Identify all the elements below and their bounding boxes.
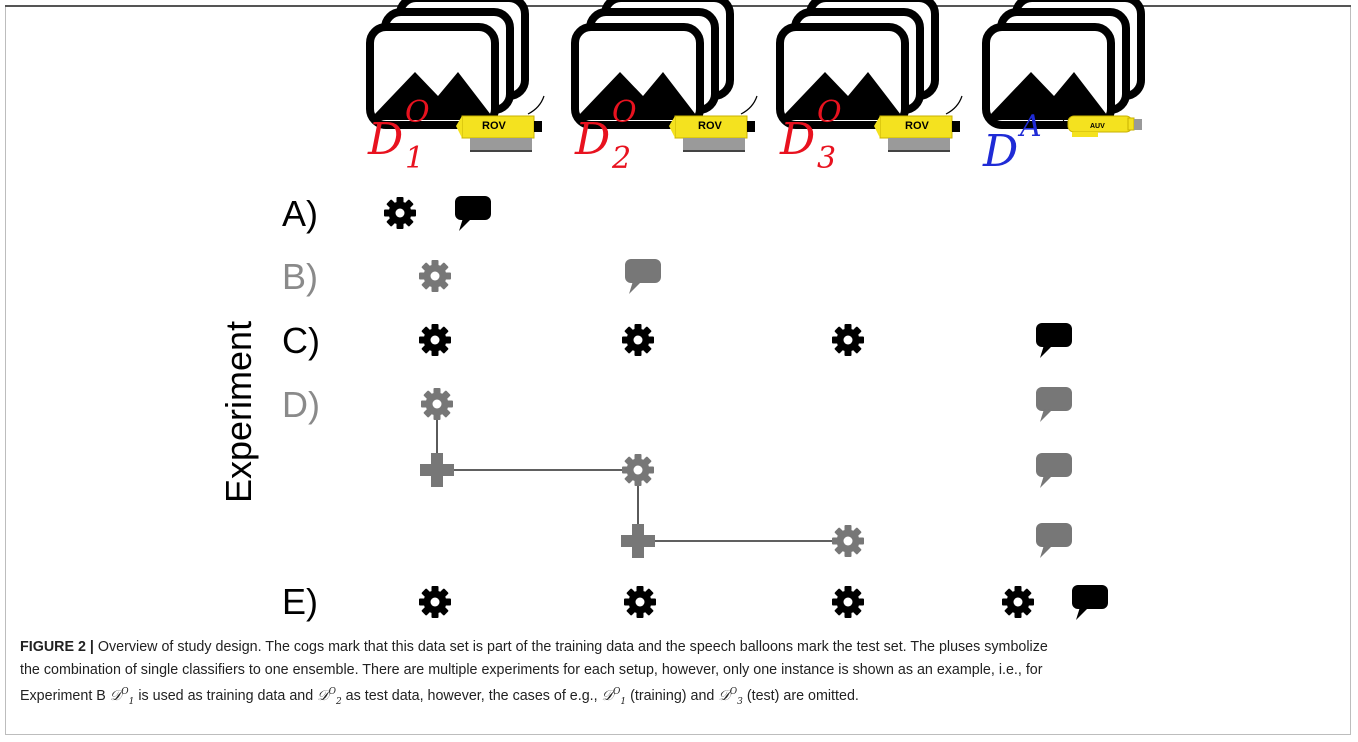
auv-label: AUV xyxy=(1090,123,1105,130)
rov-label: ROV xyxy=(698,120,723,132)
row-e-train-cog-icon-2 xyxy=(624,586,656,618)
axis-title-experiment: Experiment xyxy=(218,320,259,503)
row-b-test-balloon-icon xyxy=(625,259,661,294)
row-d-train-cog-icon-1 xyxy=(421,388,453,420)
dataset-da-auv-icon: AUV xyxy=(1061,103,1142,137)
row-d-train-cog-icon-3 xyxy=(832,525,864,557)
row-label-e: E) xyxy=(282,581,318,622)
row-d-test-balloon-icon-1 xyxy=(1036,387,1072,422)
row-d-test-balloon-icon-3 xyxy=(1036,523,1072,558)
dataset-d3-rov-icon: ROV xyxy=(873,95,963,153)
row-label-d: D) xyxy=(282,384,320,425)
row-d-ensemble-plus-icon-1 xyxy=(420,453,454,487)
row-c-train-cog-icon-3 xyxy=(832,324,864,356)
row-e-train-cog-icon-1 xyxy=(419,586,451,618)
dataset-d1-rov-icon: ROV xyxy=(455,95,545,153)
row-d-train-cog-icon-2 xyxy=(622,454,654,486)
row-e-test-balloon-icon xyxy=(1072,585,1108,620)
dataset-da-image-stack-icon xyxy=(986,0,1141,125)
figure-label: FIGURE 2 | xyxy=(20,639,94,655)
rov-label: ROV xyxy=(482,120,507,132)
row-d-ensemble-plus-icon-2 xyxy=(621,524,655,558)
row-c-train-cog-icon-1 xyxy=(419,324,451,356)
rov-label: ROV xyxy=(905,120,930,132)
row-e-train-cog-icon-4 xyxy=(1002,586,1034,618)
row-a-test-balloon-icon xyxy=(455,196,491,231)
dataset-d1-image-stack-icon xyxy=(370,0,525,125)
row-label-a: A) xyxy=(282,193,318,234)
row-label-c: C) xyxy=(282,320,320,361)
row-e-train-cog-icon-3 xyxy=(832,586,864,618)
row-c-test-balloon-icon xyxy=(1036,323,1072,358)
dataset-d2-image-stack-icon xyxy=(575,0,730,125)
row-a-train-cog-icon xyxy=(384,197,416,229)
row-label-b: B) xyxy=(282,256,318,297)
row-b-train-cog-icon xyxy=(419,260,451,292)
figure-caption: FIGURE 2 | Overview of study design. The… xyxy=(20,639,1048,707)
dataset-d2-rov-icon: ROV xyxy=(668,95,758,153)
dataset-d3-image-stack-icon xyxy=(780,0,935,125)
row-d-test-balloon-icon-2 xyxy=(1036,453,1072,488)
row-c-train-cog-icon-2 xyxy=(622,324,654,356)
